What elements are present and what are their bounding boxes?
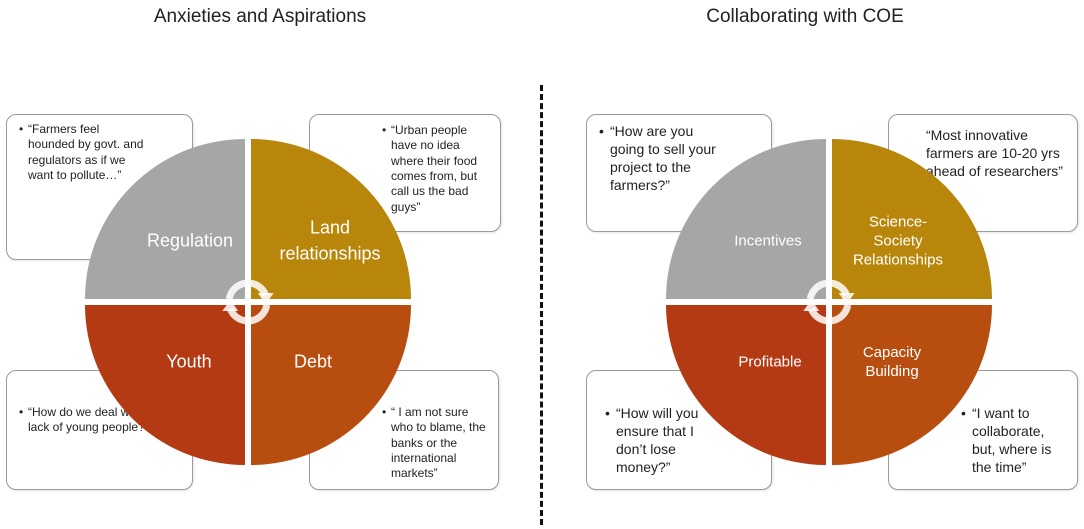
quadrant-tr (832, 139, 992, 299)
quadrant-label-br: Debt (294, 351, 332, 371)
quadrant-tl (85, 139, 245, 299)
quadrant-br (832, 305, 992, 465)
quote-text: “How will you ensure that I don’t lose m… (605, 405, 728, 477)
quadrant-tl (666, 139, 826, 299)
quote-box-debt: “ I am not sure who to blame, the banks … (309, 370, 499, 490)
quadrant-bl (666, 305, 826, 465)
right-panel-title: Collaborating with COE (706, 6, 904, 27)
quadrant-label-tl: Incentives (734, 232, 802, 249)
quote-box-science-society: “Most innovative farmers are 10-20 yrs a… (888, 114, 1078, 232)
quote-text: “ I am not sure who to blame, the banks … (382, 405, 490, 482)
left-panel-title: Anxieties and Aspirations (153, 6, 367, 27)
quote-text: “Farmers feel hounded by govt. and regul… (19, 122, 146, 183)
panel-divider (540, 85, 543, 525)
quote-text: “Urban people have no idea where their f… (382, 123, 492, 215)
quadrant-label-bl: Profitable (738, 353, 801, 370)
quote-text: “Most innovative farmers are 10-20 yrs a… (926, 127, 1063, 179)
quadrant-label-tl: Regulation (147, 230, 233, 250)
cycle-arrows-icon (222, 279, 274, 325)
quadrant-tr (251, 139, 411, 299)
cycle-arrows-icon (803, 279, 855, 325)
quote-text: “I want to collaborate, but, where is th… (961, 405, 1069, 477)
quadrant-bl (85, 305, 245, 465)
quadrant-br (251, 305, 411, 465)
quote-text: “How are you going to sell your project … (599, 123, 722, 195)
quadrant-label-bl: Youth (166, 351, 211, 371)
